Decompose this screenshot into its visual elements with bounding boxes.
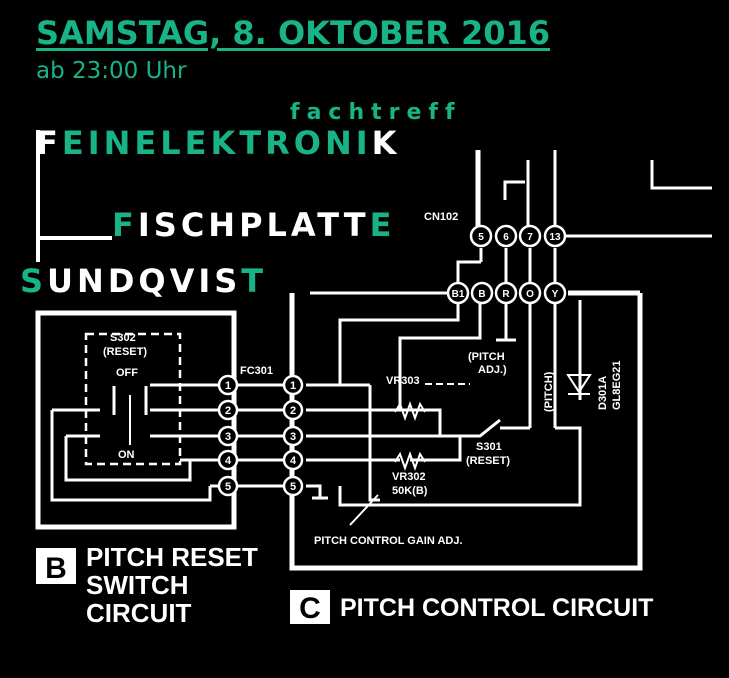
fc301-pin-circle [217,374,239,396]
event-tagline: fachtreff [290,100,462,125]
lower-pin-circle [543,281,567,305]
fc301-pin-label: 2 [225,405,231,417]
artist-fischplatte-last: E [369,206,396,244]
event-date: SAMSTAG, 8. OKTOBER 2016 [36,14,551,52]
d301a-label: D301A [597,376,609,410]
fc301-label: FC301 [240,365,273,377]
pitch-adj-label-2: ADJ.) [478,364,507,376]
fc301-pin-label: 1 [290,380,296,392]
top-pin-label: 7 [527,232,533,243]
lower-pin-circle [494,281,518,305]
fc301-pin-circle [282,399,304,421]
artist-fischplatte-first: F [112,206,138,244]
artist-sundqvist-first: S [20,262,48,300]
lower-pin-label: R [502,289,510,300]
event-time: ab 23:00 Uhr [36,58,187,84]
fc301-pin-label: 2 [290,405,296,417]
top-pin-circle [518,224,542,248]
top-pin-circle [469,224,493,248]
vr302-label: VR302 [392,471,426,483]
label-b-line3: CIRCUIT [86,598,192,628]
artist-sundqvist-last: T [241,262,268,300]
artist-feinelektronik-last: K [371,124,401,162]
artist-feinelektronik: FEINELEKTRONIK [36,124,400,162]
fc301-pin-circle [217,449,239,471]
top-pin-label: 6 [503,232,509,243]
vr303-label: VR303 [386,375,420,387]
artist-fischplatte: FISCHPLATTE [112,206,395,244]
s301-label: S301 [476,441,502,453]
artist-sundqvist-middle: UNDQVIS [47,262,242,300]
label-b-letter: B [45,552,67,585]
label-c-text: PITCH CONTROL CIRCUIT [340,594,653,622]
top-pin-circle [543,224,567,248]
artist-feinelektronik-middle: EINELEKTRONI [61,124,372,162]
artist-sundqvist: SUNDQVIST [20,262,267,300]
s301-note: (RESET) [466,455,510,467]
gain-adj-label: PITCH CONTROL GAIN ADJ. [314,535,463,547]
lower-pin-label: Y [552,289,559,300]
gl-label: GL8EG21 [611,360,623,410]
label-b-line1: PITCH RESET [86,542,258,572]
artist-feinelektronik-first: F [36,124,62,162]
fc301-pin-label: 3 [290,431,296,443]
lower-pin-label: B [478,289,485,300]
off-label: OFF [116,367,138,379]
on-label: ON [118,449,135,461]
vr302-value: 50K(B) [392,485,428,497]
fc301-pin-label: 4 [225,455,232,467]
fc301-pin-label: 5 [225,481,231,493]
pitch-vertical-label: (PITCH) [543,371,555,412]
fc301-pin-circle [217,425,239,447]
lower-pin-label: O [526,289,534,300]
lower-pin-label: B1 [452,289,465,300]
top-pin-circle [494,224,518,248]
top-pin-label: 13 [549,232,561,243]
s302-note: (RESET) [103,346,147,358]
label-b-line2: SWITCH [86,570,189,600]
s302-label: S302 [110,332,136,344]
fc301-pin-circle [282,449,304,471]
lower-pin-circle [470,281,494,305]
fc301-pin-circle [282,374,304,396]
top-pin-label: 5 [478,232,484,243]
fc301-pin-label: 5 [290,481,296,493]
fc301-pin-circle [282,475,304,497]
fc301-pin-circle [217,475,239,497]
fc301-pin-circle [217,399,239,421]
label-c-letter: C [299,592,321,625]
cn102-label: CN102 [424,211,458,223]
fc301-pin-label: 3 [225,431,231,443]
lower-pin-circle [518,281,542,305]
fc301-pin-circle [282,425,304,447]
pitch-adj-label: (PITCH [468,351,505,363]
fc301-pin-label: 1 [225,380,231,392]
lower-pin-circle [446,281,470,305]
artist-fischplatte-middle: ISCHPLATT [137,206,370,244]
fc301-pin-label: 4 [290,455,297,467]
